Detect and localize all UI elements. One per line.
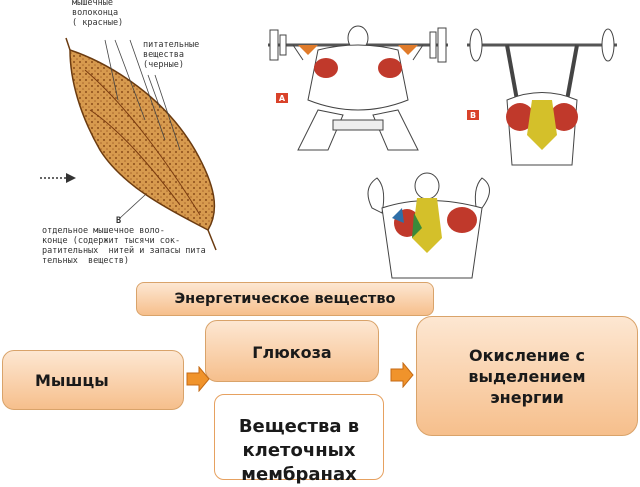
fiber-label-description: отдельное мышечное воло- конце (содержит… (42, 226, 206, 266)
figure-tag-a: А (276, 93, 288, 103)
fiber-label-fibrils: мышечные волоконца ( красные) (72, 0, 124, 28)
membrane-label: Вещества в клеточных мембранах (238, 416, 360, 485)
oxidation-label: Окисление с выделением энергии (468, 345, 586, 407)
glucose-box: Глюкоза (205, 320, 379, 382)
energy-substance-box: Энергетическое вещество (136, 282, 434, 316)
figure-tag-b: В (467, 110, 479, 120)
energy-substance-label: Энергетическое вещество (174, 290, 396, 307)
oxidation-box: Окисление с выделением энергии (416, 316, 638, 436)
flexing-back-figure (352, 168, 512, 283)
membrane-box: Вещества в клеточных мембранах (214, 394, 384, 485)
arrow-muscles-to-membrane (186, 366, 210, 392)
muscle-fiber-drawing (40, 37, 217, 251)
muscles-label: Мышцы (35, 370, 109, 390)
fiber-label-letter: В (116, 216, 122, 226)
arrow-membrane-to-oxidation (390, 362, 414, 388)
fiber-label-nutrients: питательные вещества (черные) (143, 40, 200, 70)
muscles-box: Мышцы (2, 350, 184, 410)
muscle-fiber-illustration: мышечные волоконца ( красные) питательны… (30, 0, 260, 280)
barbell-press-front-figure: А (258, 10, 458, 160)
glucose-label: Глюкоза (252, 343, 332, 362)
barbell-press-back-figure: В (462, 25, 622, 170)
